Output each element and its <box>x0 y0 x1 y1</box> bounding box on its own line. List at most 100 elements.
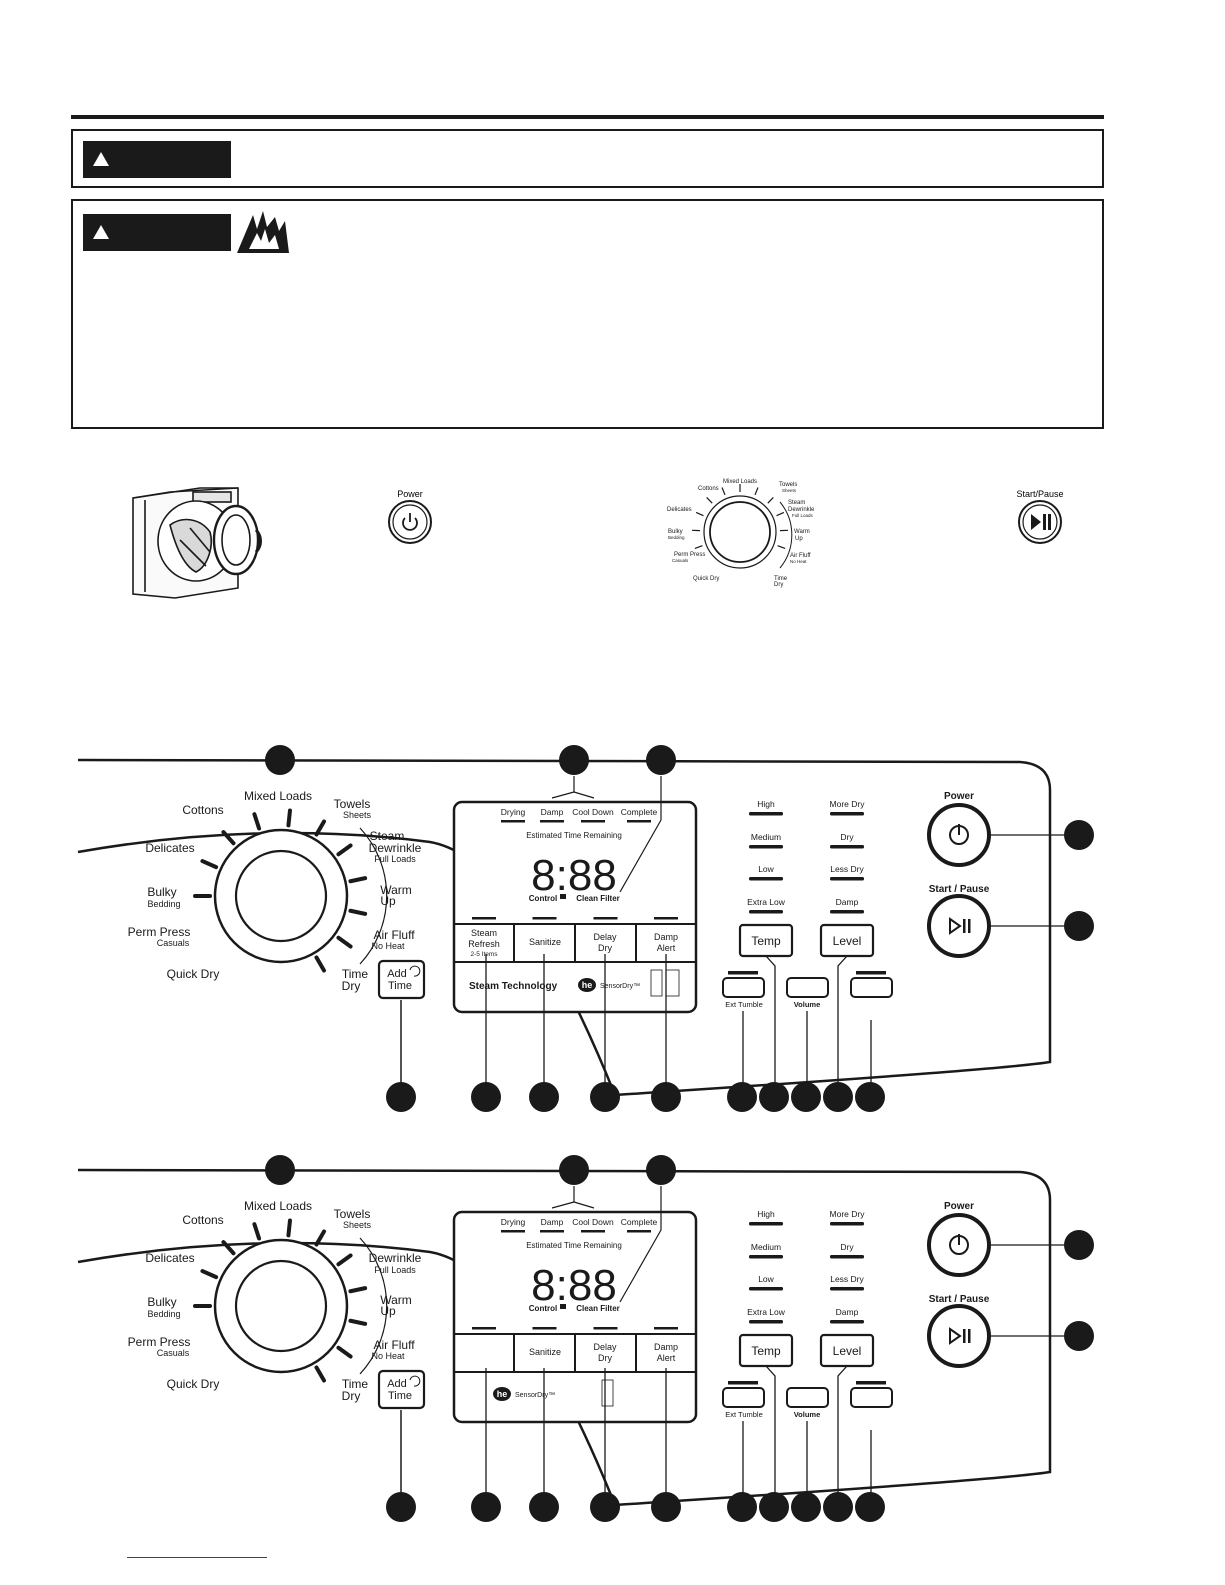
sensor-dry-logo: SensorDry™ <box>600 983 640 990</box>
cycle-label-full-loads: Full Loads <box>374 854 416 864</box>
power-label: Power <box>944 1201 974 1212</box>
warning-badge <box>83 141 231 178</box>
cycle-label-air-fluff: Air Fluff <box>373 928 415 942</box>
cycle-label-sheets: Sheets <box>343 810 372 820</box>
cycle-dial-knob[interactable] <box>234 849 328 943</box>
ext-tumble-label: Ext Tumble <box>725 1410 763 1419</box>
callout-marker <box>559 745 589 775</box>
ext-tumble-button[interactable] <box>722 977 765 998</box>
dial-cycle-label: Delicates <box>667 507 692 513</box>
temp-button-label: Temp <box>751 934 781 948</box>
cycle-label-bulky: Bulky <box>147 885 176 899</box>
time-remaining-digits: 8:88 <box>531 851 617 900</box>
ext-tumble-button[interactable] <box>722 1387 765 1408</box>
leader-line <box>551 1186 595 1209</box>
temp-level-label: High <box>757 799 775 809</box>
control-lock-label: Control <box>529 894 557 903</box>
dry-level-label: Damp <box>836 897 859 907</box>
dial-tick <box>314 1365 326 1383</box>
dial-tick <box>695 511 704 517</box>
dial-knob[interactable] <box>709 501 771 563</box>
status-indicator <box>627 1230 651 1233</box>
callout-marker <box>759 1492 789 1522</box>
callout-marker <box>855 1082 885 1112</box>
play-icon <box>949 1327 962 1345</box>
option-damp-label: Damp <box>654 932 678 942</box>
option-indicator <box>654 917 678 920</box>
dial-arc <box>779 501 793 569</box>
status-label: Complete <box>621 807 658 817</box>
dial-arc <box>359 1237 388 1375</box>
dry-level-label: Dry <box>840 832 854 842</box>
option-sanitize-label: Sanitize <box>529 1347 561 1357</box>
cycle-label-dry: Dry <box>342 1389 361 1403</box>
temp-level-label: Extra Low <box>747 897 786 907</box>
cycle-label-bulky: Bulky <box>147 1295 176 1309</box>
dial-tick <box>314 955 326 973</box>
dry-level-indicator <box>830 845 864 849</box>
ext-tumble-indicator <box>728 1381 758 1385</box>
callout-marker <box>1064 1321 1094 1351</box>
dry-level-indicator <box>830 812 864 816</box>
dial-tick <box>348 1318 368 1326</box>
option-button-0[interactable] <box>456 1336 512 1370</box>
power-button[interactable] <box>388 500 432 544</box>
dial-cycle-label: Dry <box>774 582 783 588</box>
temp-level-label: Low <box>758 864 774 874</box>
start-pause-label: Start / Pause <box>929 1294 990 1305</box>
he-logo-text: he <box>582 980 593 990</box>
dial-tick <box>776 511 785 517</box>
dry-level-indicator <box>830 1255 864 1259</box>
dial-cycle-label: Bedding <box>668 535 685 540</box>
aux-button[interactable] <box>850 977 893 998</box>
status-label: Damp <box>541 1217 564 1227</box>
status-indicator <box>581 820 605 823</box>
cycle-label-towels: Towels <box>334 797 371 811</box>
dial-tick <box>314 819 326 837</box>
power-label: Power <box>944 791 974 802</box>
start-pause-button[interactable] <box>1018 500 1062 544</box>
temp-button-label: Temp <box>751 1344 781 1358</box>
callout-marker <box>1064 820 1094 850</box>
start-pause-step-label: Start/Pause <box>1016 489 1063 499</box>
temp-level-indicator <box>749 877 783 881</box>
add-time-button[interactable] <box>377 959 426 1000</box>
add-time-button[interactable] <box>377 1369 426 1410</box>
cycle-dial-knob[interactable] <box>234 1259 328 1353</box>
cycle-label-time: Time <box>342 1377 369 1391</box>
status-label: Drying <box>501 1217 526 1227</box>
lock-icon <box>560 894 566 899</box>
callout-marker <box>529 1082 559 1112</box>
volume-button[interactable] <box>786 1387 829 1408</box>
control-lock-label: Control <box>529 1304 557 1313</box>
add-time-label: Add <box>387 968 407 980</box>
clock-icon <box>409 1375 421 1387</box>
dial-cycle-label: No Heat <box>790 559 807 564</box>
callout-marker <box>651 1492 681 1522</box>
aux-button[interactable] <box>850 1387 893 1408</box>
callout-marker <box>386 1082 416 1112</box>
temp-level-indicator <box>749 1222 783 1226</box>
dial-cycle-label: Up <box>795 536 803 542</box>
status-indicator <box>581 1230 605 1233</box>
dry-level-label: Damp <box>836 1307 859 1317</box>
dial-tick <box>336 1345 353 1359</box>
temp-level-label: Medium <box>751 1242 781 1252</box>
status-label: Cool Down <box>572 807 614 817</box>
pause-icon <box>968 1329 971 1343</box>
temp-level-label: Extra Low <box>747 1307 786 1317</box>
volume-button[interactable] <box>786 977 829 998</box>
option-steam-label: Steam <box>471 928 497 938</box>
status-indicator <box>540 820 564 823</box>
dial-cycle-label: Bulky <box>668 529 683 535</box>
dry-level-indicator <box>830 1287 864 1291</box>
cycle-label-perm-press: Perm Press <box>128 1335 191 1349</box>
dry-level-label: Less Dry <box>830 864 864 874</box>
status-label: Complete <box>621 1217 658 1227</box>
callout-marker <box>471 1492 501 1522</box>
cycle-label-casuals: Casuals <box>157 938 190 948</box>
add-time-label: Time <box>388 980 412 992</box>
ext-tumble-indicator <box>728 971 758 975</box>
